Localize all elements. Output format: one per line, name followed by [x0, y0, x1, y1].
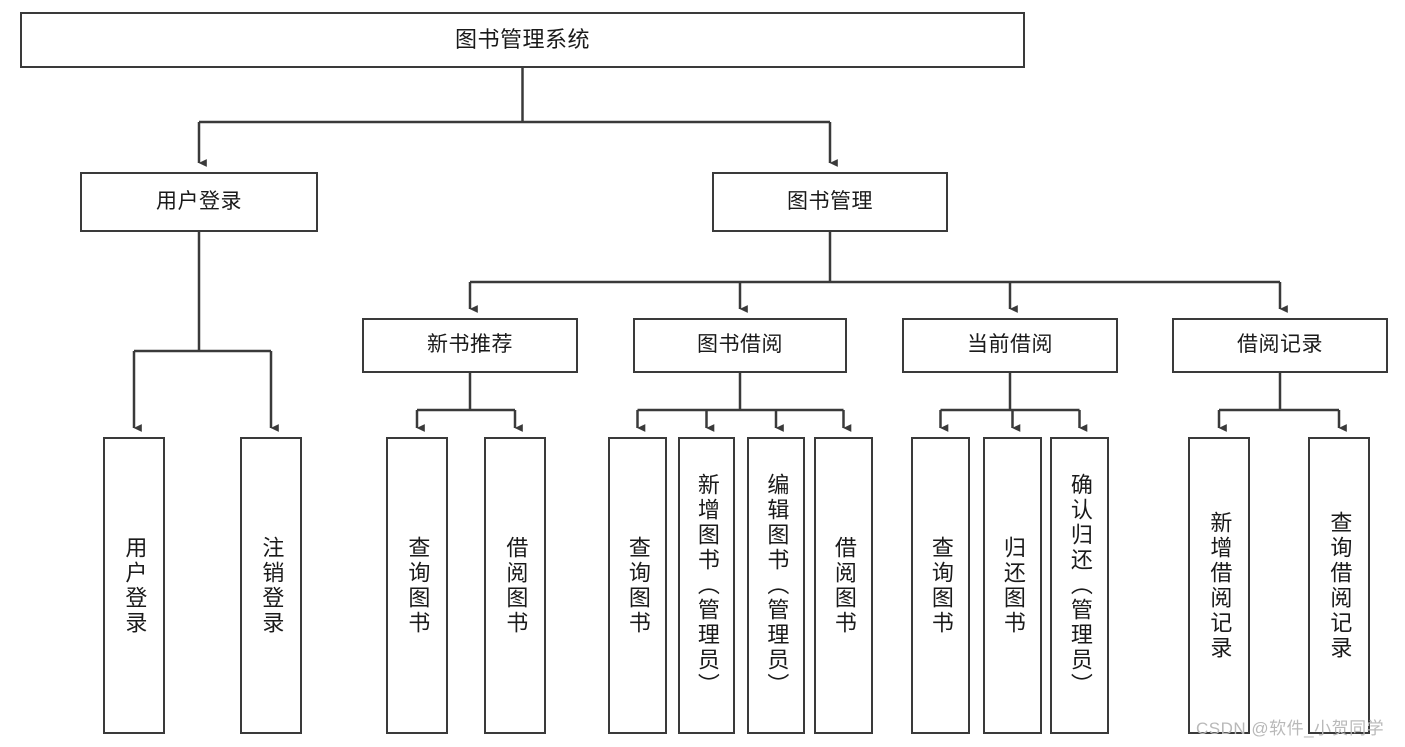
node-l_b2[interactable]: 借阅图书 — [814, 437, 873, 734]
node-label-l_q2: 查询图书 — [625, 535, 651, 636]
node-l_q1[interactable]: 查询图书 — [386, 437, 448, 734]
node-label-login: 用户登录 — [156, 189, 242, 213]
node-borrow[interactable]: 图书借阅 — [633, 318, 847, 373]
node-l_addrec[interactable]: 新增借阅记录 — [1188, 437, 1250, 734]
node-l_return[interactable]: 归还图书 — [983, 437, 1042, 734]
node-l_logout[interactable]: 注销登录 — [240, 437, 302, 734]
node-label-l_add: 新增图书（管理员） — [694, 473, 720, 698]
node-l_q3[interactable]: 查询图书 — [911, 437, 970, 734]
node-records[interactable]: 借阅记录 — [1172, 318, 1388, 373]
node-newbook[interactable]: 新书推荐 — [362, 318, 578, 373]
node-label-l_q3: 查询图书 — [928, 535, 954, 636]
node-l_qrec[interactable]: 查询借阅记录 — [1308, 437, 1370, 734]
node-root[interactable]: 图书管理系统 — [20, 12, 1025, 68]
node-l_confirm[interactable]: 确认归还（管理员） — [1050, 437, 1109, 734]
node-label-l_qrec: 查询借阅记录 — [1327, 510, 1353, 661]
node-l_add[interactable]: 新增图书（管理员） — [678, 437, 735, 734]
node-label-l_return: 归还图书 — [1000, 535, 1026, 636]
node-label-newbook: 新书推荐 — [427, 333, 513, 357]
node-current[interactable]: 当前借阅 — [902, 318, 1118, 373]
node-label-root: 图书管理系统 — [454, 27, 590, 53]
node-label-current: 当前借阅 — [967, 333, 1053, 357]
node-label-l_login: 用户登录 — [122, 535, 148, 636]
node-l_login[interactable]: 用户登录 — [103, 437, 165, 734]
node-label-l_addrec: 新增借阅记录 — [1207, 510, 1233, 661]
node-login[interactable]: 用户登录 — [80, 172, 318, 232]
node-label-l_logout: 注销登录 — [259, 535, 285, 636]
node-label-l_q1: 查询图书 — [405, 535, 431, 636]
node-label-l_confirm: 确认归还（管理员） — [1067, 473, 1093, 698]
node-l_edit[interactable]: 编辑图书（管理员） — [747, 437, 805, 734]
node-label-bookmgmt: 图书管理 — [787, 189, 873, 213]
node-l_b1[interactable]: 借阅图书 — [484, 437, 546, 734]
node-label-l_b1: 借阅图书 — [503, 535, 529, 636]
node-label-borrow: 图书借阅 — [697, 333, 783, 357]
node-l_q2[interactable]: 查询图书 — [608, 437, 667, 734]
watermark-text: CSDN @软件_小贺同学 — [1196, 719, 1385, 738]
node-label-l_b2: 借阅图书 — [831, 535, 857, 636]
node-label-records: 借阅记录 — [1237, 333, 1323, 357]
node-bookmgmt[interactable]: 图书管理 — [712, 172, 948, 232]
node-label-l_edit: 编辑图书（管理员） — [764, 473, 790, 698]
